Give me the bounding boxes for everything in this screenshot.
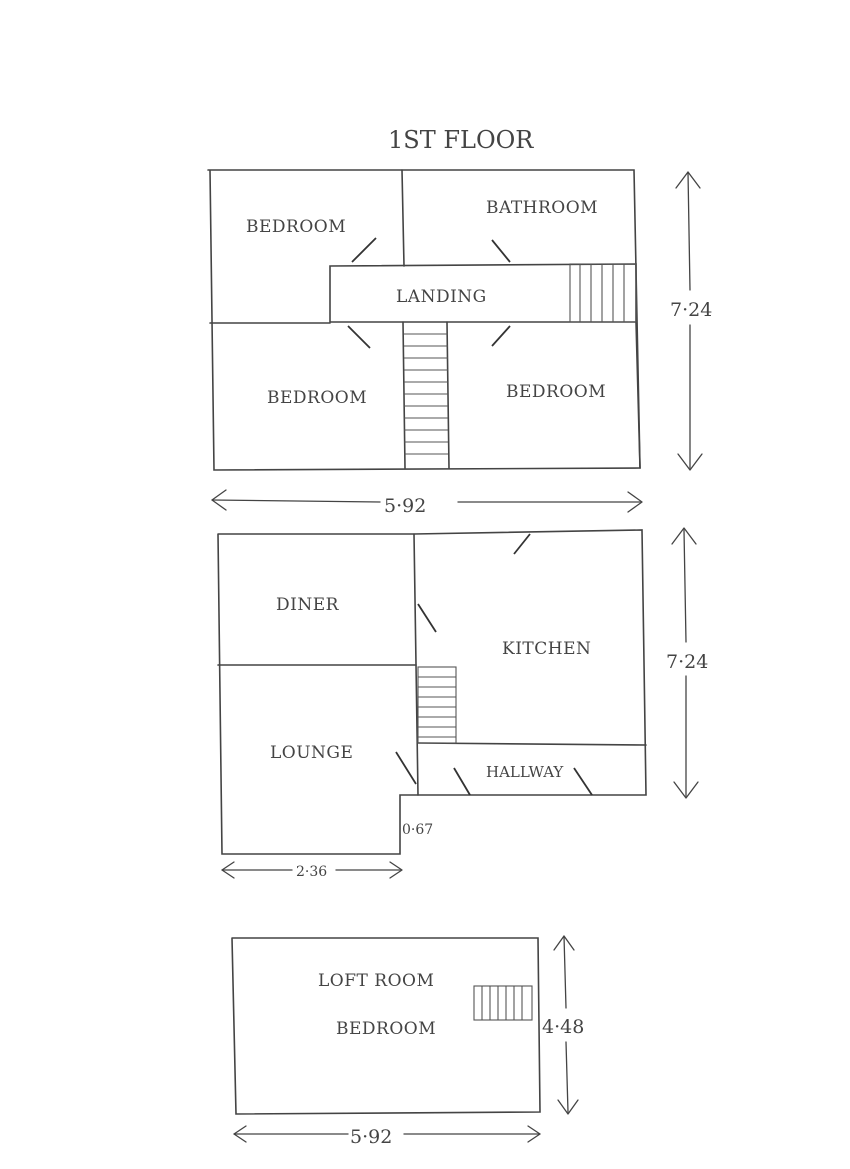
room-label-landing: LANDING	[396, 287, 487, 307]
dimension-label: 2·36	[296, 864, 327, 880]
room-label-loft-room: LOFT ROOM	[318, 971, 434, 991]
room-label-bedroom: BEDROOM	[246, 217, 346, 237]
loft-plan: LOFT ROOM BEDROOM 4·48 5·92	[231, 935, 584, 1148]
room-label-bathroom: BATHROOM	[486, 198, 598, 218]
dimension-label: 7·24	[670, 299, 712, 321]
room-label-hallway: HALLWAY	[486, 763, 564, 781]
room-label-bedroom: BEDROOM	[336, 1019, 436, 1039]
door-swing	[513, 533, 531, 555]
door-swing	[491, 325, 511, 347]
door-swing	[491, 239, 511, 263]
first-floor-height-dimension: 7·24	[670, 171, 712, 471]
landing-stairs-right	[569, 263, 637, 323]
dimension-label: 7·24	[666, 651, 708, 673]
ground-floor-height-dimension: 7·24	[666, 527, 708, 799]
loft-outer-wall	[231, 937, 541, 1115]
dimension-label: 5·92	[384, 495, 426, 517]
first-floor-width-dimension: 5·92	[211, 489, 643, 517]
door-swing	[395, 751, 417, 785]
door-swing	[573, 767, 593, 796]
loft-height-dimension: 4·48	[542, 935, 584, 1115]
door-swing	[351, 237, 377, 263]
first-floor-wall-right	[635, 321, 641, 469]
lounge-width-dimension: 2·36	[221, 861, 403, 880]
room-label-bedroom: BEDROOM	[506, 382, 606, 402]
door-swing	[347, 325, 371, 349]
room-label-bedroom: BEDROOM	[267, 388, 367, 408]
first-floor-central-stairs	[402, 321, 450, 469]
ground-floor-plan: DINER KITCHEN LOUNGE HALLWAY 7·24 0·67 2…	[217, 527, 708, 880]
dimension-label: 0·67	[402, 822, 433, 838]
room-label-lounge: LOUNGE	[270, 743, 353, 763]
first-floor-title: 1ST FLOOR	[388, 126, 534, 154]
door-swing	[417, 603, 437, 633]
loft-stairs	[473, 985, 533, 1021]
first-floor-plan: 1ST FLOOR	[207, 126, 712, 517]
room-label-diner: DINER	[276, 595, 340, 615]
first-floor-divider-top	[401, 169, 405, 267]
loft-width-dimension: 5·92	[233, 1125, 541, 1148]
dimension-label: 4·48	[542, 1016, 584, 1038]
ground-floor-outer-wall	[217, 529, 647, 855]
room-label-kitchen: KITCHEN	[502, 639, 591, 659]
ground-floor-stairs	[417, 666, 457, 744]
door-swing	[453, 767, 471, 796]
dimension-label: 5·92	[350, 1126, 392, 1148]
